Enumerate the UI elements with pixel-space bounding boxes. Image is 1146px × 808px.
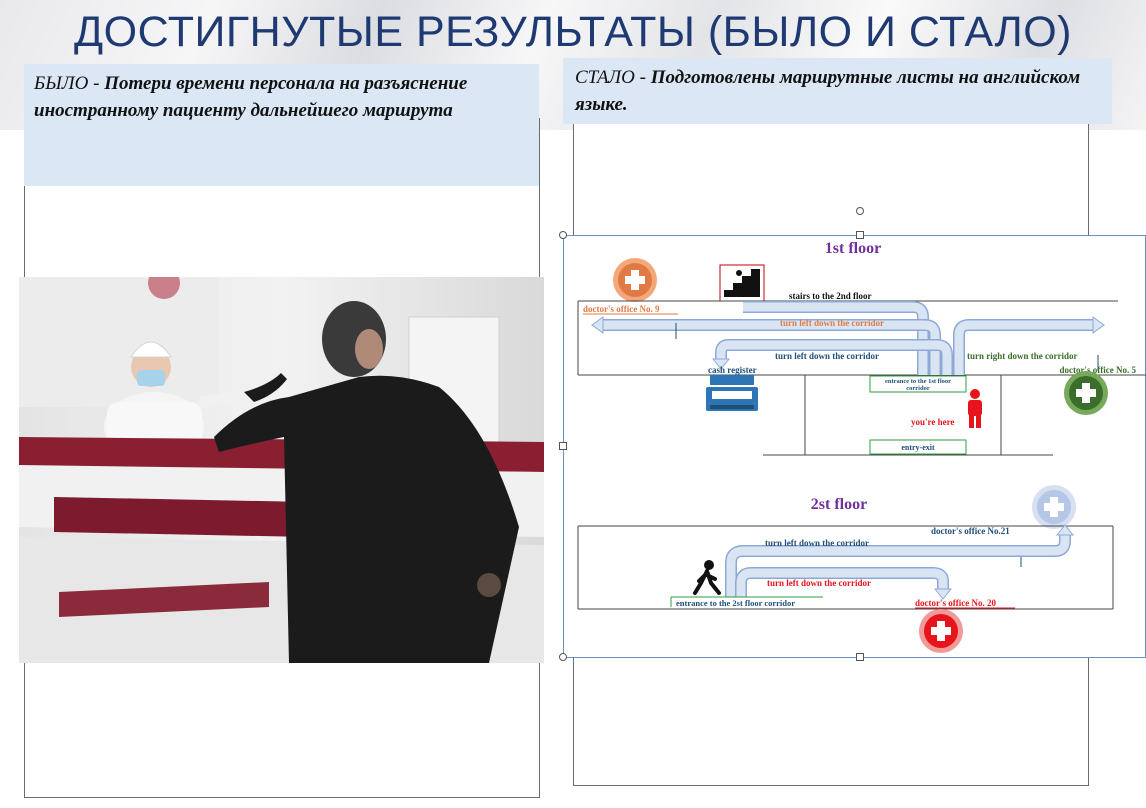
before-text: Потери времени персонала на разъяснение … [34, 73, 468, 121]
turn-right: turn right down the corridor [967, 351, 1078, 361]
person-standing-icon [968, 389, 982, 428]
office20-label: doctor's office No. 20 [915, 598, 996, 608]
exit-label: entry-exit [901, 443, 935, 452]
entrance2-label: entrance to the 2st floor corridor [676, 598, 795, 608]
floor1-heading: 1st floor [825, 240, 881, 257]
office21-label: doctor's office No.21 [931, 526, 1010, 536]
office9-label: doctor's office No. 9 [583, 304, 660, 314]
stairs-icon [719, 264, 765, 302]
after-textbox: СТАЛО - Подготовлены маршрутные листы на… [563, 58, 1112, 124]
here-label: you're here [911, 417, 954, 427]
turn-left-1: turn left down the corridor [780, 318, 884, 328]
before-textbox: БЫЛО - Потери времени персонала на разъя… [24, 64, 539, 186]
reception-photo [19, 277, 544, 663]
person-walking-icon [693, 560, 721, 595]
plus-circle-icon [613, 258, 657, 302]
after-label: СТАЛО - [575, 67, 651, 88]
selection-handle-bottom[interactable] [856, 653, 864, 661]
slide-title: ДОСТИГНУТЫЕ РЕЗУЛЬТАТЫ (БЫЛО И СТАЛО) [74, 8, 1072, 56]
selection-handle-top-left[interactable] [559, 231, 567, 239]
cash-register-icon [706, 375, 758, 411]
office5-label: doctor's office No. 5 [1060, 365, 1137, 375]
plus-circle-icon [1064, 371, 1108, 415]
plus-circle-icon [1032, 485, 1076, 529]
plus-circle-icon [919, 609, 963, 653]
selection-handle-top[interactable] [856, 231, 864, 239]
cash-label: cash register [708, 365, 757, 375]
turn-left-f2-1: turn left down the corridor [765, 538, 869, 548]
before-label: БЫЛО - [34, 73, 105, 94]
selection-handle-left[interactable] [559, 442, 567, 450]
after-text: Подготовлены маршрутные листы на английс… [575, 67, 1081, 115]
floor-map[interactable]: 1st floor stairs to the 2nd floor doctor… [563, 235, 1146, 658]
floor2-heading: 2st floor [811, 496, 867, 513]
selection-handle-bottom-left[interactable] [559, 653, 567, 661]
turn-left-f2-2: turn left down the corridor [767, 578, 871, 588]
turn-left-2: turn left down the corridor [775, 351, 879, 361]
rotate-handle[interactable] [856, 207, 864, 215]
stairs-label: stairs to the 2nd floor [789, 291, 872, 301]
